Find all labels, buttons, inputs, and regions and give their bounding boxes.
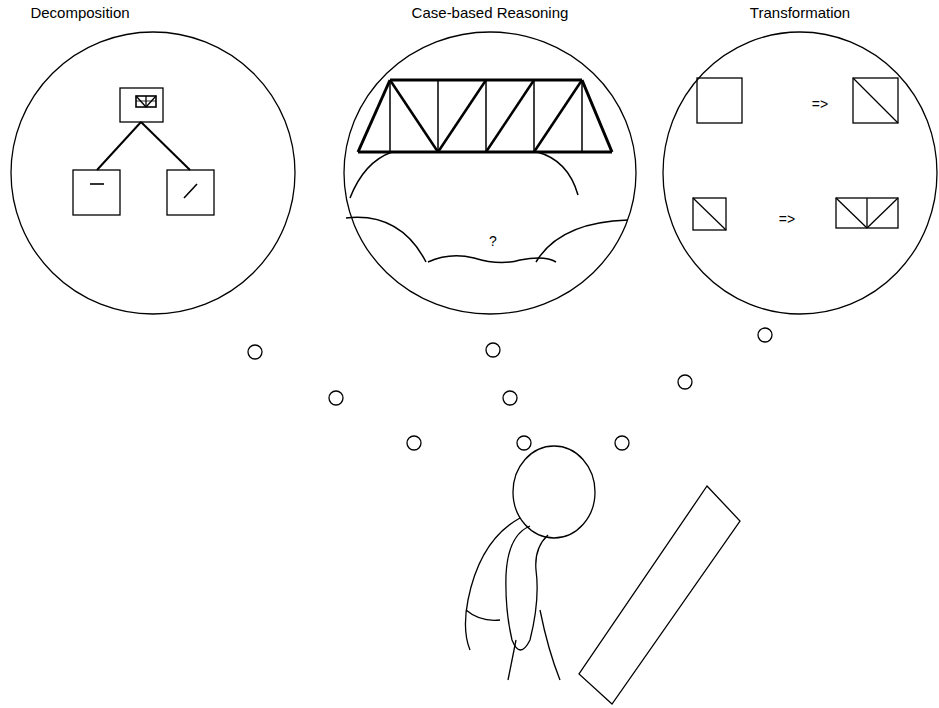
circle-heading: Case-based Reasoning — [412, 4, 569, 21]
thought-circle: Case-based Reasoning — [343, 31, 637, 315]
circle-heading: Transformation — [750, 4, 850, 21]
question-mark: ? — [489, 233, 497, 249]
thought-circle: Decomposition — [10, 31, 296, 315]
truss-bridge — [346, 80, 628, 263]
transformation-shapes — [693, 78, 898, 230]
circle-outline — [662, 31, 938, 315]
transform-arrow: => — [779, 211, 795, 227]
transform-arrow: => — [812, 96, 828, 112]
decomposition-tree — [73, 88, 214, 215]
circle-outline — [343, 31, 637, 315]
thinking-person — [465, 446, 740, 704]
thought-bubbles — [248, 328, 772, 450]
circle-outline — [10, 31, 296, 315]
circle-heading: Decomposition — [30, 4, 129, 21]
thought-circle: Transformation — [662, 31, 938, 315]
